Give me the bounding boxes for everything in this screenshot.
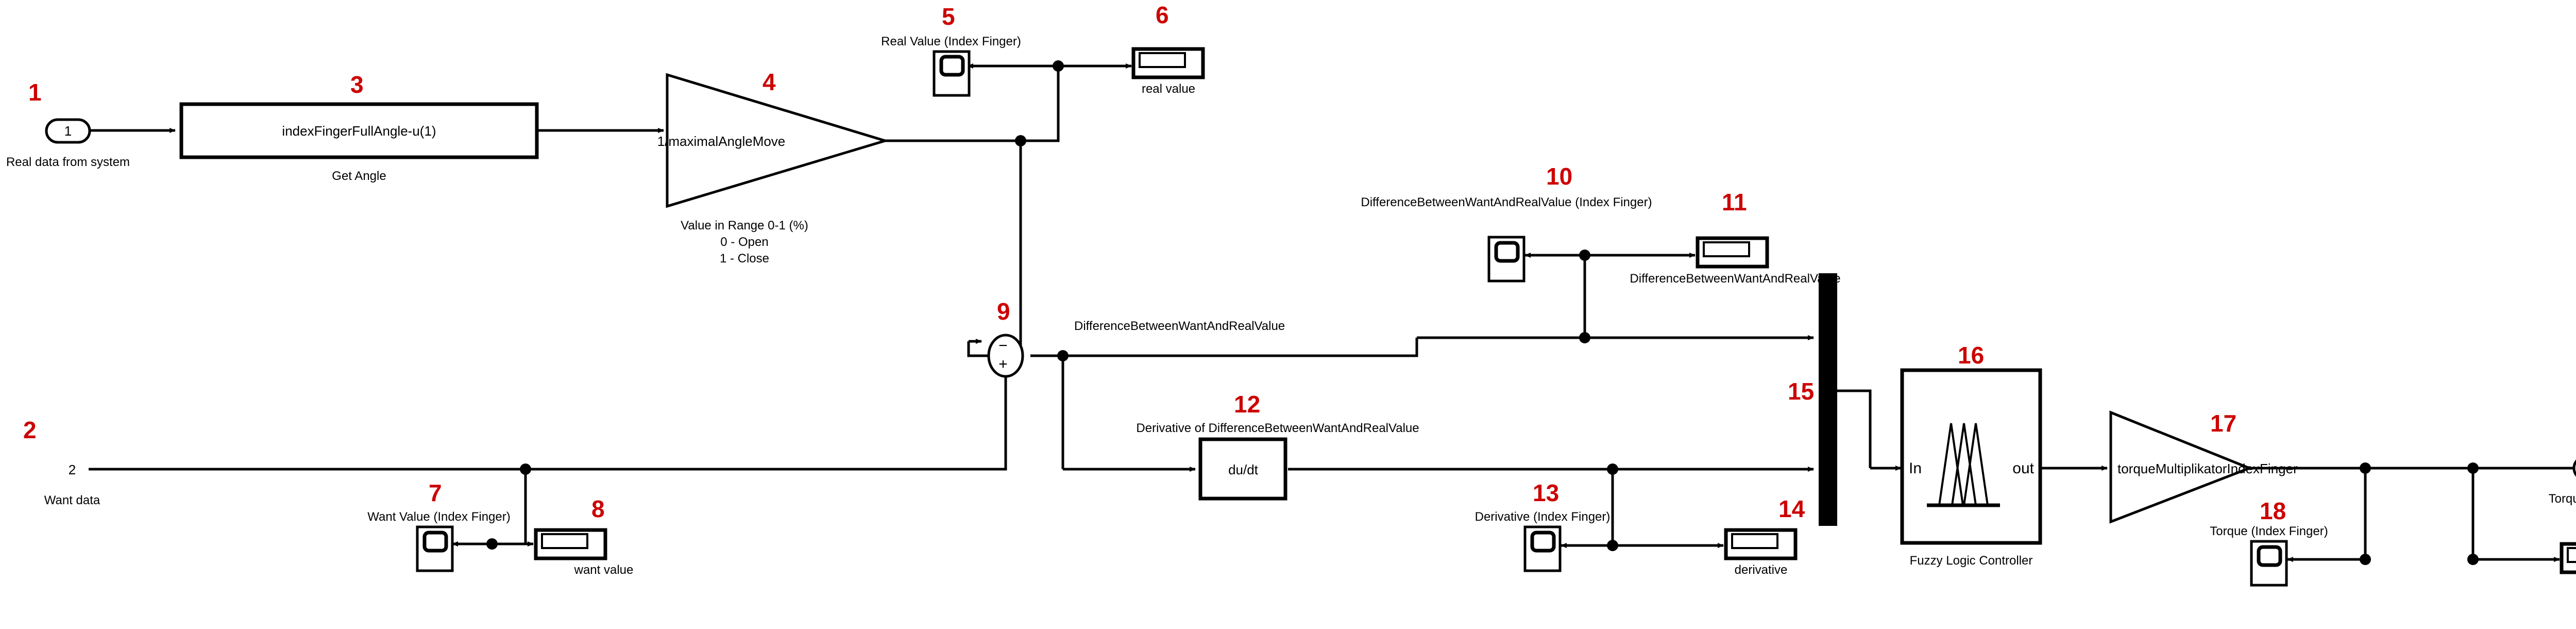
outport-torque-to-system[interactable] [2572, 457, 2576, 479]
inport-real-label: Real data from system [6, 155, 130, 169]
wire-want-to-sum [526, 383, 1007, 471]
sum-sign-minus: − [998, 337, 1008, 354]
sum-block[interactable] [987, 334, 1024, 378]
marker-5: 5 [942, 3, 955, 30]
derivative-block[interactable] [1198, 437, 1287, 501]
marker-13: 13 [1533, 479, 1559, 506]
marker-9: 9 [997, 298, 1010, 325]
marker-1: 1 [28, 79, 42, 106]
scope-torque-label: Torque (Index Finger) [2210, 524, 2328, 538]
scope-derivative[interactable] [1523, 525, 1562, 572]
display-want-label: want value [574, 563, 634, 577]
junction-dot [2360, 554, 2371, 565]
get-angle-label: Get Angle [332, 169, 386, 183]
inport-real-data[interactable] [45, 118, 91, 144]
scope-derivative-label: Derivative (Index Finger) [1475, 510, 1611, 524]
display-derivative-label: derivative [1735, 563, 1788, 577]
fuzzy-output-port-label: out [2012, 460, 2034, 477]
marker-10: 10 [1546, 163, 1572, 190]
display-difference-label: DifferenceBetweenWantAndRealValue [1630, 272, 1840, 286]
junction-dot [1607, 540, 1618, 551]
gain-torque-multiplier-block[interactable] [2109, 410, 2253, 524]
marker-16: 16 [1958, 342, 1984, 369]
mux-block[interactable] [1819, 273, 1837, 526]
signal-label-difference: DifferenceBetweenWantAndRealValue [1074, 319, 1285, 333]
fuzzy-logic-controller-block[interactable] [1900, 368, 2042, 545]
derivative-expression: du/dt [1228, 462, 1259, 477]
gain-normalize-label-3: 1 - Close [720, 252, 769, 266]
display-real-value[interactable] [1131, 47, 1205, 79]
marker-12: 12 [1234, 391, 1260, 418]
inport-want-label: Want data [44, 493, 100, 507]
inport-real-number: 1 [64, 123, 72, 139]
derivative-label: Derivative of DifferenceBetweenWantAndRe… [1136, 421, 1419, 435]
inport-want-number: 2 [69, 462, 76, 477]
wire-mux-out [1837, 389, 1872, 468]
get-angle-block[interactable] [179, 102, 539, 159]
junction-dot [1579, 250, 1590, 261]
scope-torque[interactable] [2250, 540, 2288, 587]
scope-difference-label: DifferenceBetweenWantAndRealValue (Index… [1361, 195, 1652, 209]
sum-sign-plus: + [998, 356, 1008, 373]
fuzzy-input-port-label: In [1909, 460, 1922, 477]
gain-normalize-label-1: Value in Range 0-1 (%) [681, 219, 808, 233]
wire-sum-out-diff [1030, 338, 1418, 357]
marker-6: 6 [1156, 2, 1169, 28]
marker-4: 4 [762, 69, 776, 95]
marker-3: 3 [350, 71, 364, 98]
junction-dot [2467, 554, 2479, 565]
marker-17: 17 [2210, 410, 2236, 437]
gain-normalize-label-2: 0 - Open [720, 235, 768, 249]
junction-dot [1053, 60, 1064, 72]
display-difference[interactable] [1696, 236, 1769, 269]
marker-2: 2 [23, 417, 37, 443]
marker-8: 8 [591, 495, 605, 522]
outport-torque-label: Torque to System [2549, 492, 2576, 506]
wire-branch-up-to-scope-rail [1021, 66, 1060, 142]
gain-normalize-expression: 1/maximalAngleMove [657, 134, 786, 149]
scope-real-value[interactable] [933, 50, 971, 97]
scope-difference[interactable] [1487, 236, 1526, 283]
get-angle-expression: indexFingerFullAngle-u(1) [282, 123, 436, 139]
junction-dot [1015, 135, 1026, 146]
marker-11: 11 [1722, 189, 1747, 216]
scope-want-value[interactable] [416, 525, 454, 572]
marker-14: 14 [1778, 495, 1805, 522]
display-real-label: real value [1142, 82, 1195, 96]
marker-15: 15 [1788, 378, 1814, 405]
scope-real-label: Real Value (Index Finger) [881, 35, 1021, 48]
junction-dot [486, 538, 498, 550]
gain-normalize-block[interactable] [666, 73, 890, 208]
gain-torque-expression: torqueMultiplikatorIndexFinger [2117, 461, 2298, 476]
fuzzy-logic-controller-label: Fuzzy Logic Controller [1910, 554, 2033, 568]
display-torque[interactable] [2560, 542, 2576, 574]
membership-function-icon [1927, 423, 2000, 507]
scope-want-label: Want Value (Index Finger) [367, 510, 510, 524]
display-want-value[interactable] [534, 528, 607, 560]
display-derivative[interactable] [1724, 528, 1798, 560]
marker-7: 7 [429, 479, 442, 506]
marker-18: 18 [2260, 498, 2286, 524]
